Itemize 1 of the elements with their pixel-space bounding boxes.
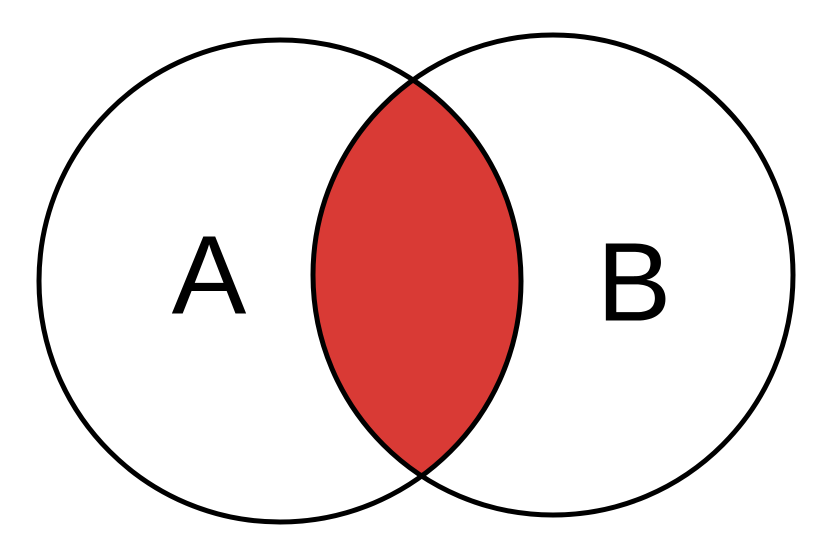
intersection-region [313, 80, 521, 476]
